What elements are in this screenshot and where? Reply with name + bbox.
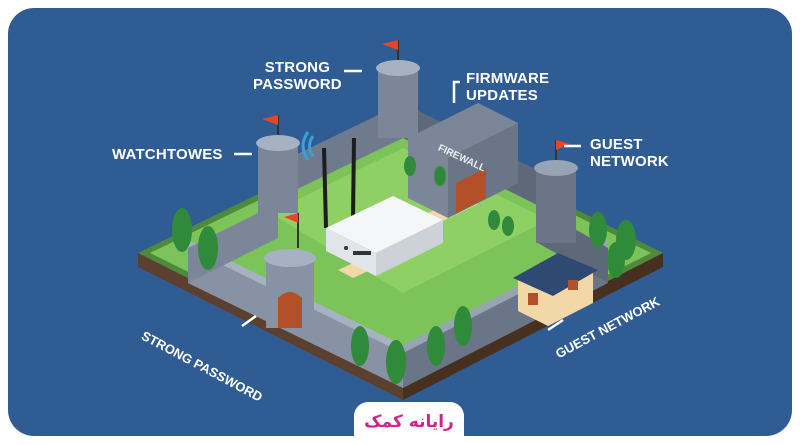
label-strong-password-line1: STRONG	[264, 59, 331, 76]
firewall-gate	[456, 168, 486, 213]
guest-house	[513, 253, 598, 326]
tower-front	[264, 213, 316, 328]
label-guest-line1: GUEST	[590, 136, 643, 153]
label-strong-password-top: STRONG PASSWORD	[253, 59, 342, 93]
router	[301, 131, 443, 276]
illustration-frame: STRONG PASSWORD FIRMWARE UPDATES WATCHTO…	[8, 8, 792, 436]
trees	[172, 156, 636, 384]
castle-network-illustration	[138, 40, 663, 400]
label-firmware-updates: FIRMWARE UPDATES	[466, 70, 549, 104]
leader-lines	[234, 69, 581, 332]
label-guest-line2: NETWORK	[590, 153, 669, 170]
brand-logo-text: رایانه کمک	[364, 412, 454, 432]
tower-left	[256, 115, 300, 213]
brand-logo-badge: رایانه کمک	[354, 402, 464, 436]
label-firmware-line2: UPDATES	[466, 87, 538, 104]
ground-side-right	[403, 253, 663, 400]
tower-top	[376, 40, 420, 138]
label-guest-network-top: GUEST NETWORK	[590, 136, 669, 170]
label-firmware-line1: FIRMWARE	[466, 70, 550, 87]
tower-right	[534, 140, 578, 243]
label-watchtowes: WATCHTOWES	[112, 146, 223, 163]
label-strong-password-line2: PASSWORD	[253, 76, 342, 93]
